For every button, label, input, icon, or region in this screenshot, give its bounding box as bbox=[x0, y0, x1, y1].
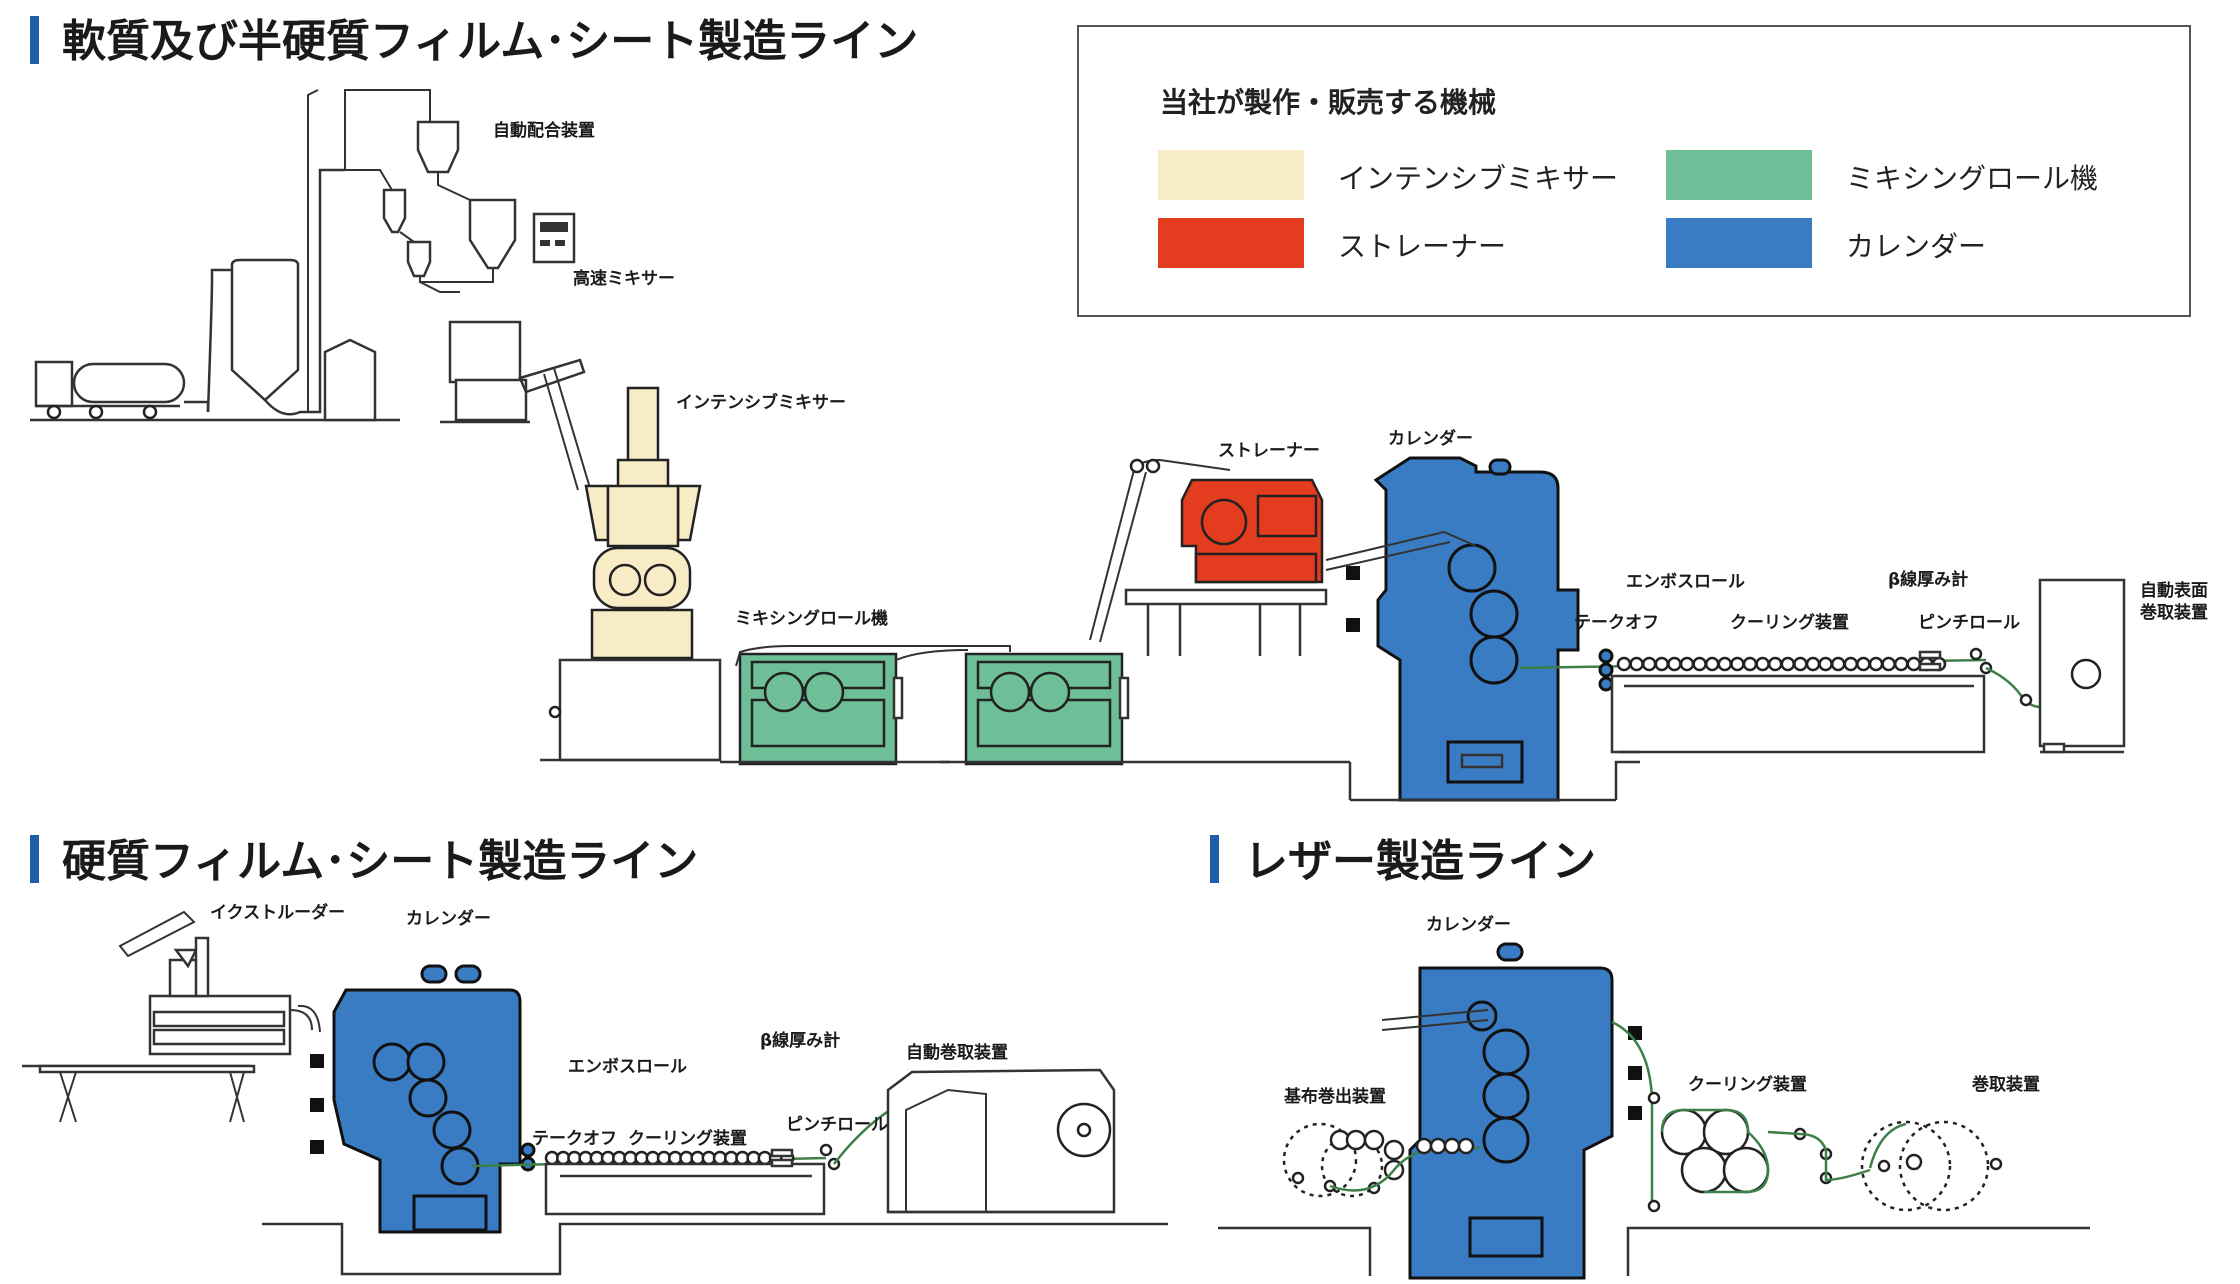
strainer[interactable] bbox=[1124, 478, 1328, 656]
cooling-roller bbox=[1717, 656, 1733, 672]
section-soft-heading: 軟質及び半硬質フィルム･シート製造ライン bbox=[30, 16, 918, 67]
cooling-roller bbox=[1616, 656, 1632, 672]
accent-bar bbox=[30, 835, 39, 883]
section-leather-title: レザー製造ライン bbox=[1244, 836, 1596, 887]
cooling-roller bbox=[1793, 656, 1808, 672]
leather-cooling bbox=[1611, 1020, 1871, 1213]
section-hard-heading: 硬質フィルム･シート製造ライン bbox=[30, 835, 698, 887]
legend-swatch-mixer bbox=[1158, 150, 1304, 200]
label-take-off-top: テークオフ bbox=[1574, 613, 1659, 633]
accent-bar bbox=[30, 16, 39, 64]
cooling-roller bbox=[1742, 656, 1758, 672]
label-cooling-hard: クーリング装置 bbox=[628, 1128, 747, 1149]
extruder[interactable] bbox=[22, 910, 321, 1123]
mixing-roll-2[interactable] bbox=[940, 652, 1350, 766]
cooling-roller bbox=[1881, 656, 1896, 672]
label-intensive-mixer: インテンシブミキサー bbox=[676, 392, 846, 413]
section-hard-title: 硬質フィルム･シート製造ライン bbox=[62, 836, 698, 887]
auto-blender bbox=[345, 120, 517, 293]
cooling-roller bbox=[1767, 656, 1783, 672]
cooling-roller bbox=[1704, 656, 1720, 672]
label-mixing-roll: ミキシングロール機 bbox=[735, 608, 888, 629]
label-cooling-top: クーリング装置 bbox=[1730, 612, 1849, 633]
cooling-roller bbox=[1805, 656, 1821, 672]
label-auto-surface-winder-1: 自動表面 bbox=[2140, 580, 2208, 601]
cooling-roller bbox=[1868, 656, 1884, 672]
cooling-roller bbox=[1906, 656, 1922, 672]
auto-winder-hard[interactable] bbox=[886, 1068, 1116, 1214]
label-emboss-roll-hard: エンボスロール bbox=[568, 1057, 687, 1077]
label-auto-winder-hard: 自動巻取装置 bbox=[906, 1042, 1008, 1063]
calender-top[interactable] bbox=[1325, 456, 1580, 802]
cooling-roller bbox=[1692, 656, 1707, 672]
leather-winder[interactable] bbox=[1860, 1120, 2003, 1212]
label-cooling-leather: クーリング装置 bbox=[1688, 1074, 1807, 1095]
label-emboss-roll-top: エンボスロール bbox=[1626, 572, 1745, 592]
label-base-unwinder: 基布巻出装置 bbox=[1283, 1086, 1386, 1107]
label-pinch-roll-top: ピンチロール bbox=[1918, 613, 2020, 633]
cooling-roller bbox=[1893, 656, 1909, 672]
accent-bar bbox=[1210, 835, 1219, 883]
cooling-roller bbox=[1755, 656, 1770, 672]
legend-label-strainer: ストレーナー bbox=[1338, 230, 1506, 263]
cooling-roller bbox=[1856, 656, 1871, 672]
auto-surface-winder[interactable] bbox=[2038, 578, 2126, 754]
legend-swatch-calender bbox=[1666, 218, 1812, 268]
cooling-roller bbox=[1818, 656, 1833, 672]
label-winder-leather: 巻取装置 bbox=[1971, 1074, 2040, 1095]
cooling-roller bbox=[1641, 656, 1657, 672]
storage-silos bbox=[206, 89, 431, 422]
legend-swatch-mixing-roll bbox=[1666, 150, 1812, 200]
label-auto-blender: 自動配合装置 bbox=[493, 120, 595, 141]
label-high-speed-mixer: 高速ミキサー bbox=[573, 268, 675, 289]
legend-swatch-strainer bbox=[1158, 218, 1304, 268]
label-pinch-roll-hard: ピンチロール bbox=[786, 1115, 888, 1135]
label-calender-leather: カレンダー bbox=[1426, 914, 1511, 935]
label-strainer: ストレーナー bbox=[1218, 441, 1320, 461]
label-beta-gauge-hard: β線厚み計 bbox=[760, 1030, 840, 1051]
legend: 当社が製作・販売する機械 インテンシブミキサー ミキシングロール機 ストレーナー… bbox=[1077, 25, 2191, 317]
legend-title: 当社が製作・販売する機械 bbox=[1160, 86, 1496, 119]
cooling-roller bbox=[1780, 656, 1796, 672]
cooling-roller bbox=[1843, 656, 1859, 672]
cooling-roller bbox=[1629, 656, 1644, 672]
calender-leather[interactable] bbox=[1381, 942, 1642, 1280]
cooling-roller bbox=[1679, 656, 1695, 672]
intensive-mixer[interactable] bbox=[540, 386, 722, 762]
label-auto-surface-winder-2: 巻取装置 bbox=[2139, 602, 2208, 623]
cooling-roller bbox=[1667, 656, 1682, 672]
cooling-roller bbox=[1654, 656, 1670, 672]
mixing-roll-1[interactable] bbox=[720, 652, 950, 766]
legend-label-calender: カレンダー bbox=[1846, 230, 1986, 263]
label-take-off-hard: テークオフ bbox=[532, 1129, 617, 1149]
calender-hard[interactable] bbox=[310, 964, 522, 1234]
base-unwinder[interactable] bbox=[1282, 1122, 1480, 1198]
label-extruder: イクストルーダー bbox=[210, 902, 345, 923]
section-leather-heading: レザー製造ライン bbox=[1210, 835, 1596, 887]
cooling-roller bbox=[1830, 656, 1846, 672]
cooling-roller bbox=[1730, 656, 1745, 672]
legend-label-mixing-roll: ミキシングロール機 bbox=[1846, 162, 2098, 195]
label-calender-top: カレンダー bbox=[1388, 428, 1473, 449]
legend-label-mixer: インテンシブミキサー bbox=[1338, 162, 1618, 195]
top-cooling-line bbox=[1519, 647, 2091, 754]
label-calender-hard: カレンダー bbox=[406, 908, 491, 929]
label-beta-gauge-top: β線厚み計 bbox=[1888, 569, 1968, 590]
high-speed-mixer bbox=[532, 212, 576, 264]
section-soft-title: 軟質及び半硬質フィルム･シート製造ライン bbox=[62, 16, 918, 67]
premixer-unit bbox=[440, 320, 591, 491]
